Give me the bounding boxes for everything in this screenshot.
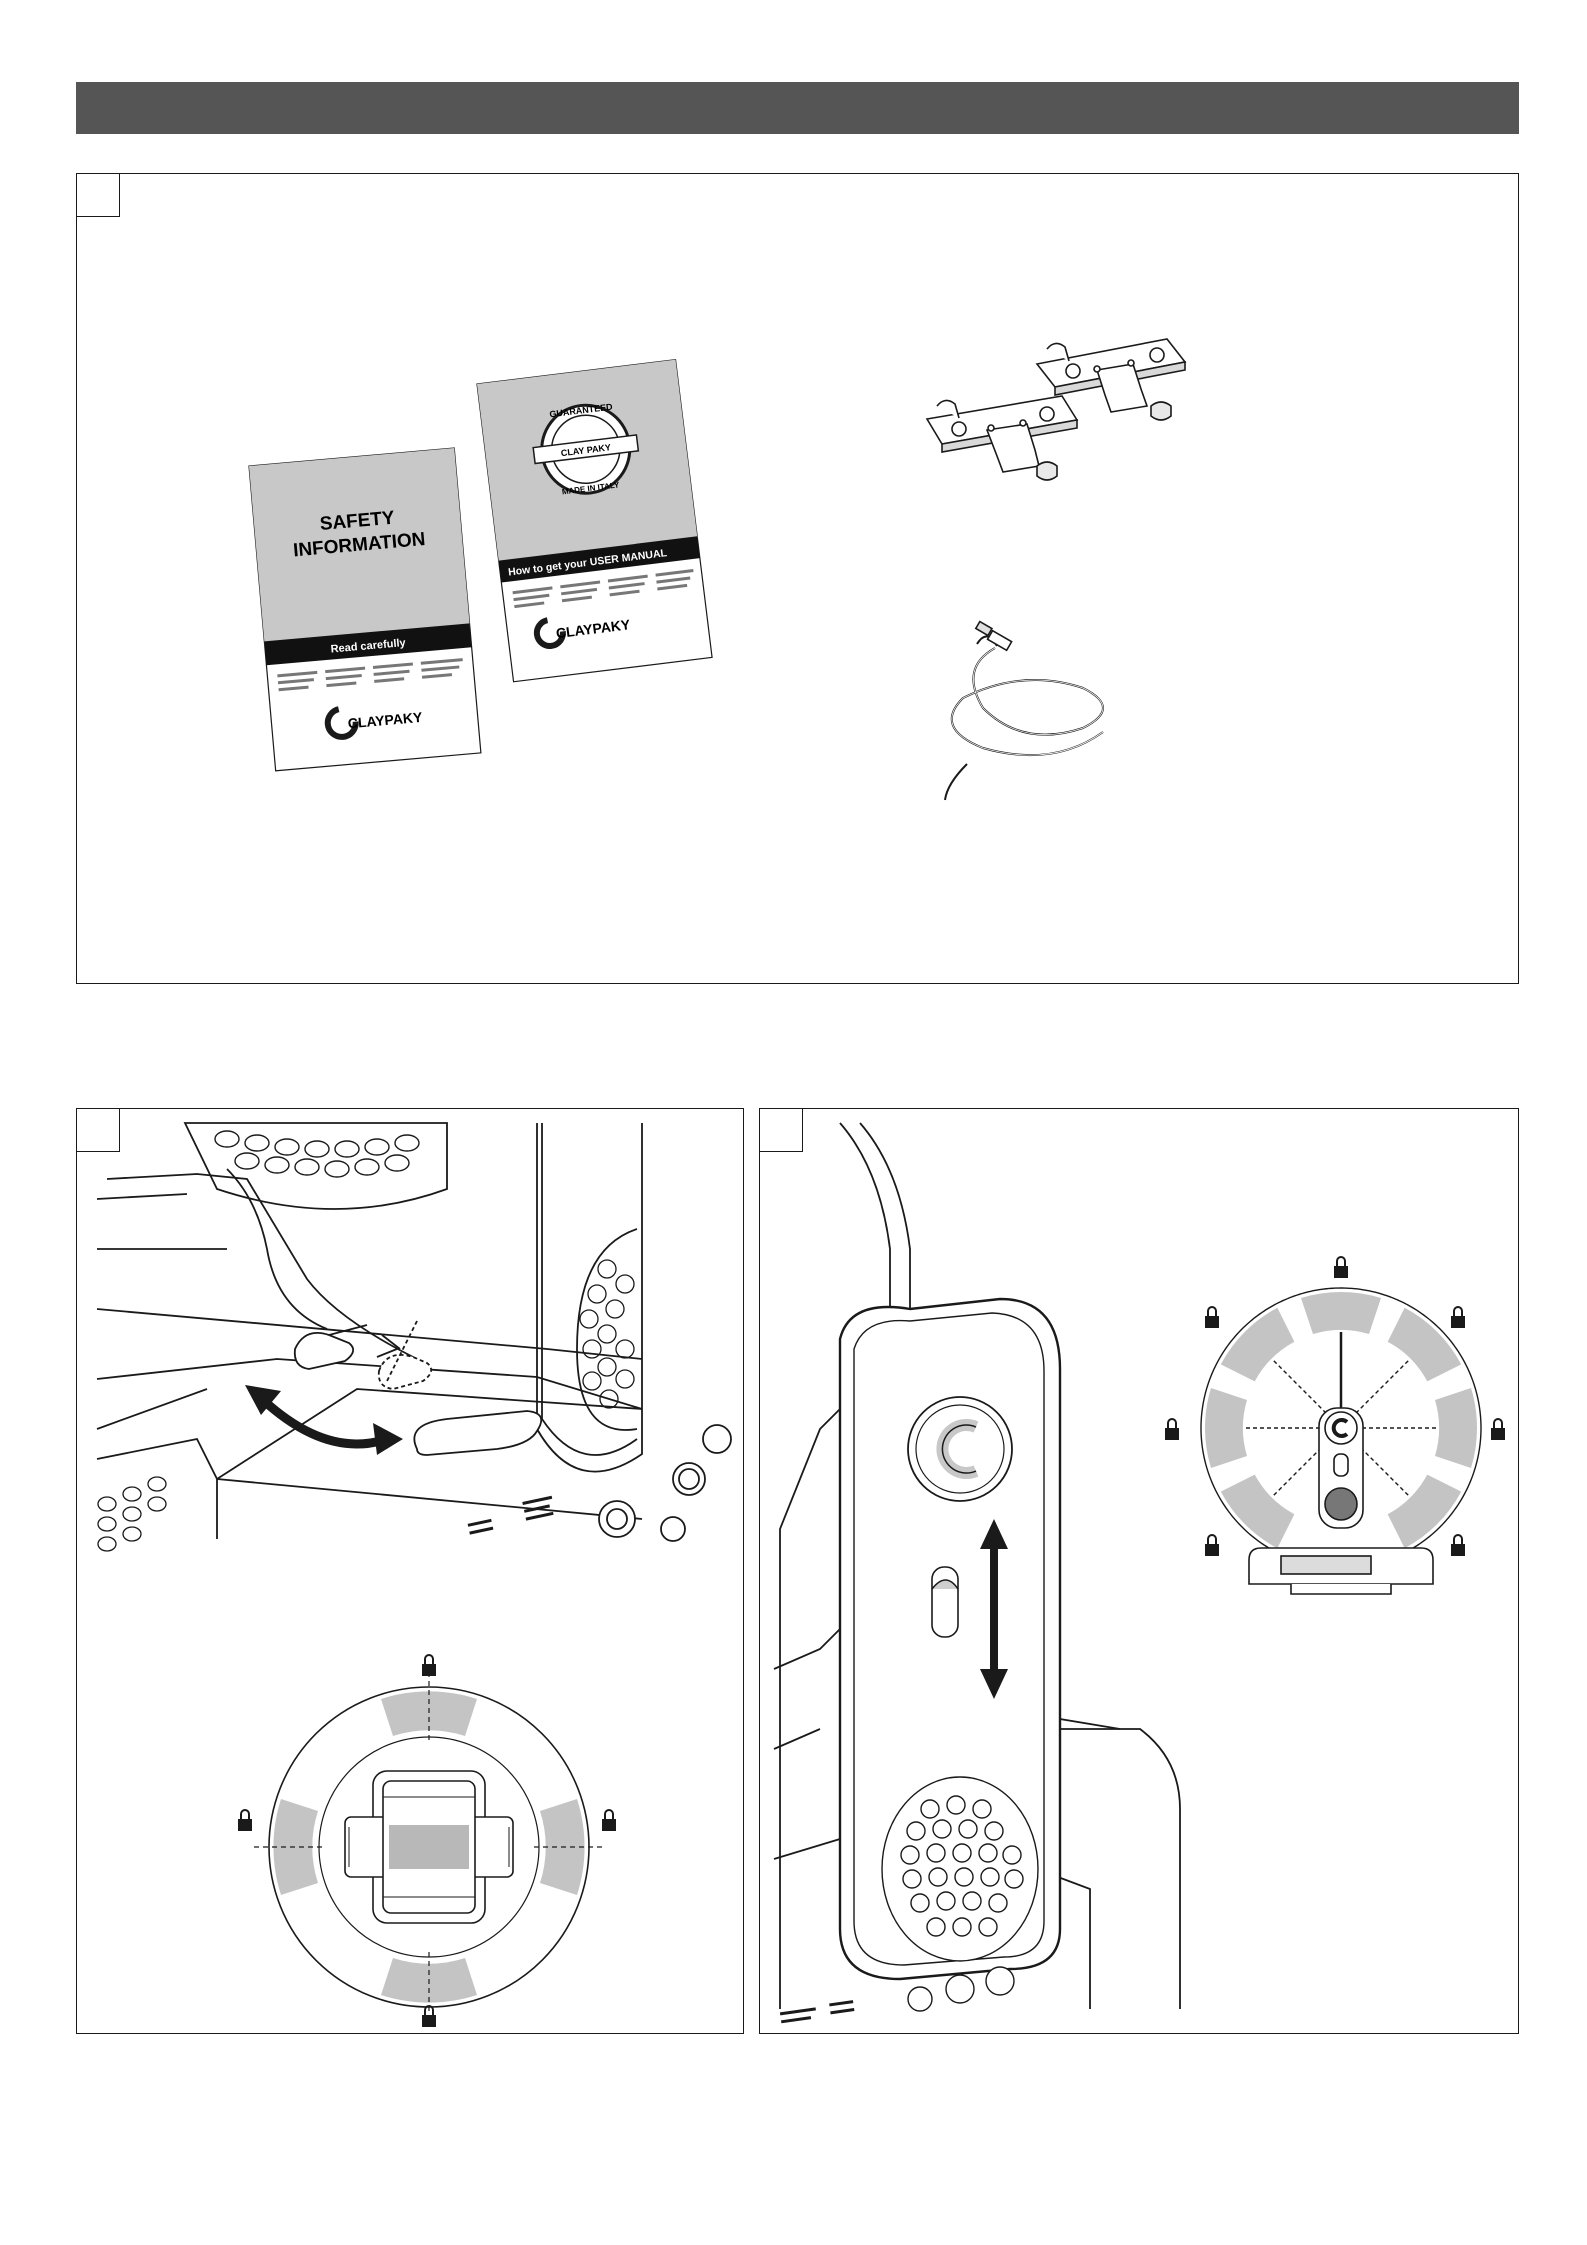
lock-icon bbox=[238, 1810, 252, 1831]
power-cable bbox=[77, 174, 1520, 985]
lock-icon bbox=[1205, 1535, 1219, 1556]
lock-icon bbox=[1205, 1307, 1219, 1328]
panel-tilt-lock bbox=[759, 1108, 1519, 2034]
lock-icon bbox=[1451, 1535, 1465, 1556]
pan-lock-positions-diagram bbox=[254, 1672, 604, 2022]
header-bar bbox=[76, 82, 1519, 134]
lock-icon bbox=[602, 1810, 616, 1831]
panel-pan-lock bbox=[76, 1108, 744, 2034]
lock-icon bbox=[1451, 1307, 1465, 1328]
lock-icon bbox=[1491, 1419, 1505, 1440]
pan-lock-detail-illustration bbox=[77, 1109, 745, 2035]
tilt-lock-detail-illustration bbox=[760, 1109, 1520, 2035]
tilt-lock-positions-diagram bbox=[1201, 1288, 1481, 1594]
lock-icon bbox=[1165, 1419, 1179, 1440]
lock-icon bbox=[1334, 1257, 1348, 1278]
panel-contents: GUARANTEED CLAY PAKY MADE IN ITALY How t… bbox=[76, 173, 1519, 984]
lock-icon bbox=[422, 1655, 436, 1676]
double-arrow-icon bbox=[245, 1385, 403, 1455]
